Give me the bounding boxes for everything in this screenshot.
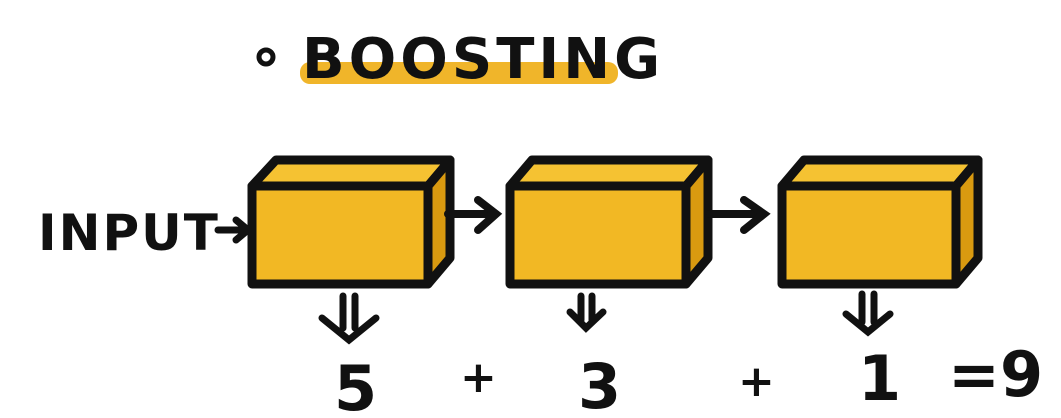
model-output-1: 5 <box>334 352 377 418</box>
input-arrow <box>214 216 254 244</box>
sum-result: =9 <box>948 338 1043 411</box>
title-text: BOOSTING <box>302 27 664 92</box>
down-arrow-3 <box>842 290 894 337</box>
plus-sign-2: + <box>738 356 775 407</box>
plus-sign-1: + <box>460 352 497 403</box>
model-output-2: 3 <box>578 350 621 418</box>
arrow-2-to-3 <box>706 196 771 234</box>
down-arrow-1 <box>318 292 380 345</box>
model-box-3 <box>777 155 983 289</box>
title-bullet <box>256 47 276 67</box>
model-box-1 <box>247 155 455 289</box>
input-label: INPUT <box>38 204 220 262</box>
model-output-3: 1 <box>858 342 901 415</box>
title-highlight <box>300 62 618 84</box>
down-arrow-2 <box>566 292 607 333</box>
model-box-2 <box>505 155 713 289</box>
arrow-1-to-2 <box>444 196 503 234</box>
